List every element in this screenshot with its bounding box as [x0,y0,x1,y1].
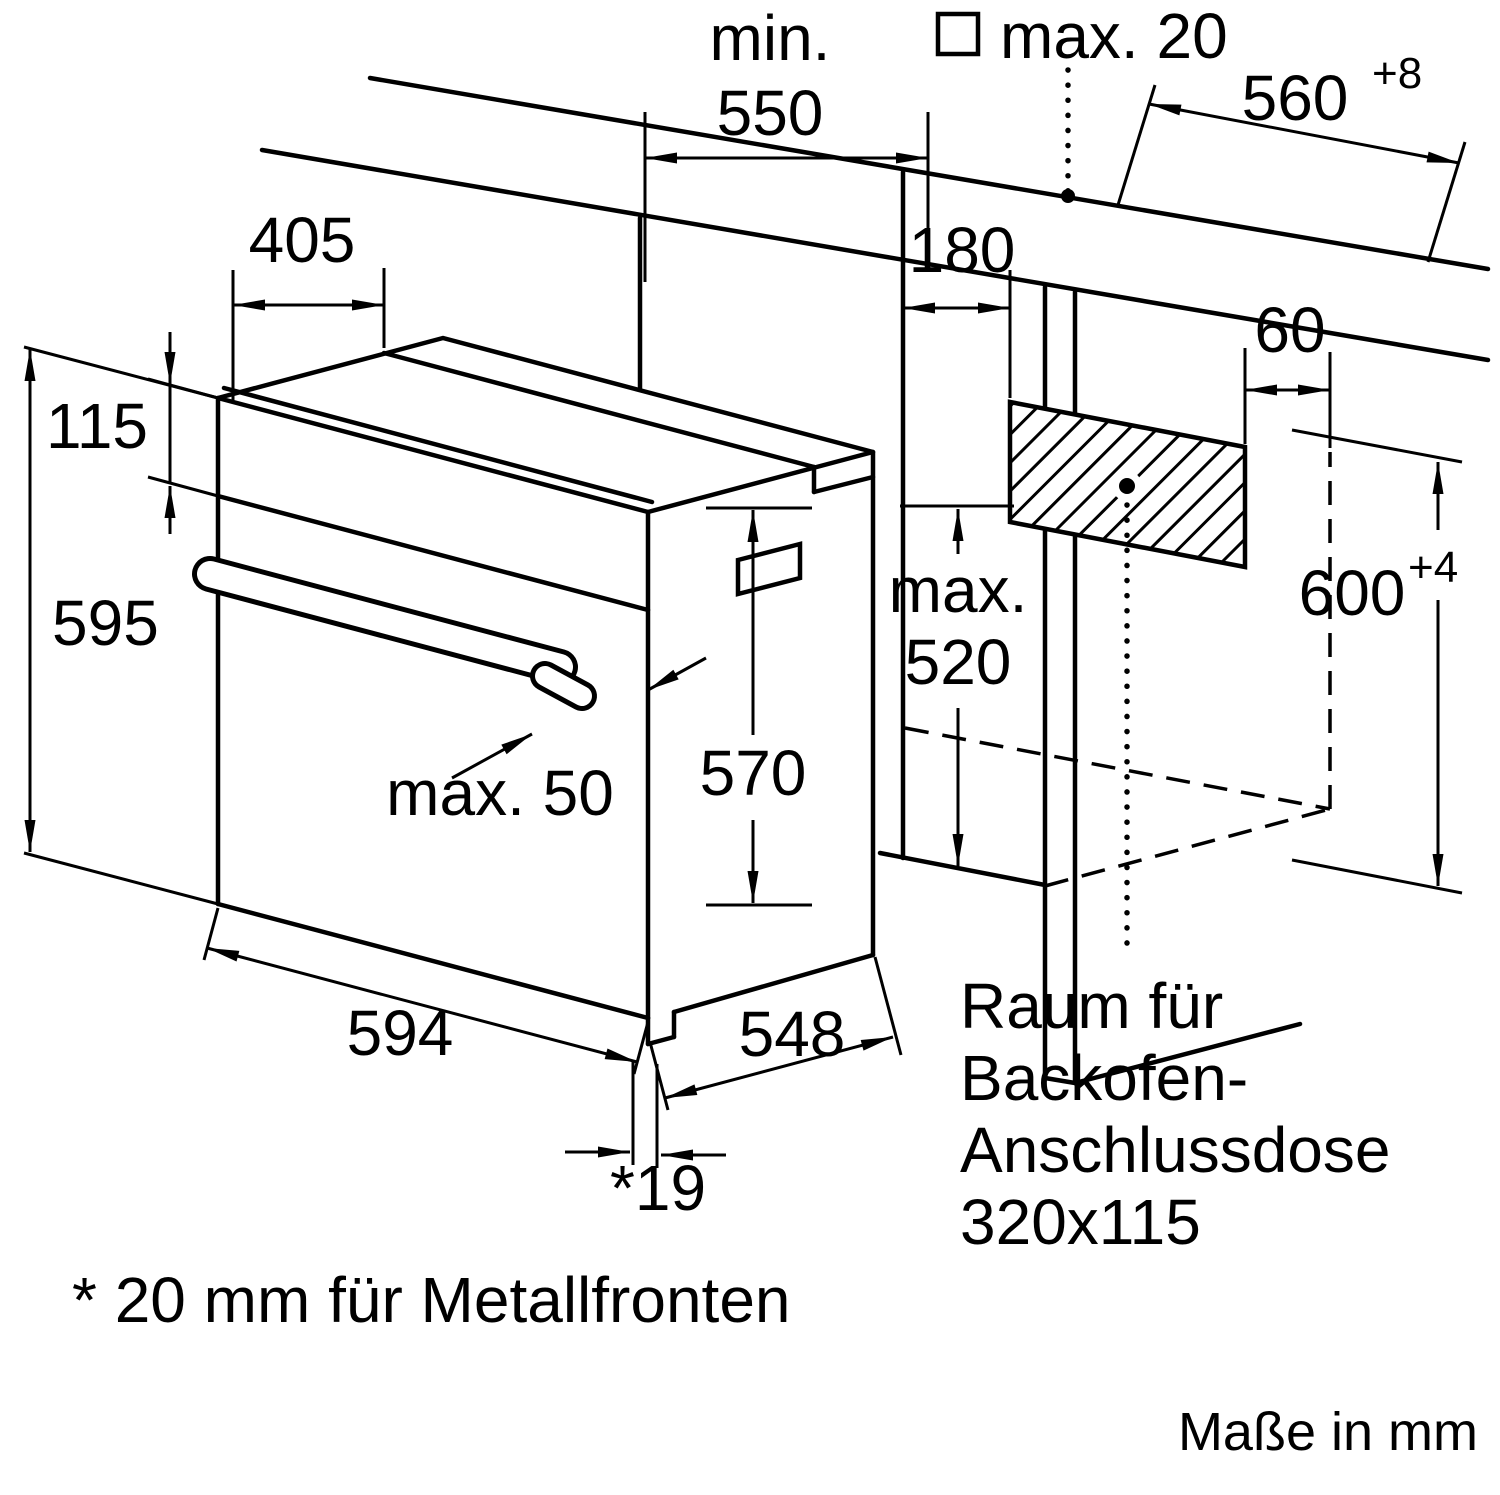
oven [192,335,876,1047]
dim-max-520: max. 520 [889,504,1028,866]
dim-max-520-label-line2: 520 [905,626,1012,698]
dim-594-label: 594 [347,997,454,1069]
dim-600-superscript: +4 [1408,543,1458,592]
dim-19-label: *19 [610,1152,706,1224]
dim-180: 180 [903,214,1015,398]
square-symbol [935,11,981,57]
dim-570: 570 [700,506,812,907]
connection-box-caption-line1: Raum für [960,970,1223,1042]
dim-60-label: 60 [1254,294,1325,366]
dim-180-label: 180 [909,214,1016,286]
dim-60: 60 [1243,294,1332,448]
dim-max-50: max. 50 [386,656,707,829]
connection-box-caption-line2: Backofen- [960,1042,1248,1114]
connection-box-caption-line3: Anschlussdose [960,1114,1390,1186]
dim-560: 560 +8 [1116,49,1467,263]
dim-595-label: 595 [52,587,159,659]
oven-side-bracket [735,541,803,597]
niche-hidden-edges [904,452,1332,888]
oven-door-handle [192,556,597,711]
max-20-dot [1061,189,1075,203]
dim-max-20-label: max. 20 [1000,0,1228,72]
dim-560-label: 560 [1242,62,1349,134]
connection-box-dot [1119,478,1135,494]
dim-548: 548 [648,956,903,1111]
dim-19: *19 [565,1060,726,1224]
dim-min-550-label-line2: 550 [717,77,824,149]
dim-min-550: min. 550 [643,2,930,282]
connection-box-caption: Raum für Backofen- Anschlussdose 320x115 [960,970,1390,1258]
dim-min-550-label-line1: min. [710,2,831,74]
footnote-metal-fronts: * 20 mm für Metallfronten [72,1264,791,1336]
dim-115: 115 [46,332,219,534]
dim-max-520-label-line1: max. [889,554,1028,626]
dim-595: 595 [23,345,219,906]
units-note: Maße in mm [1178,1402,1478,1462]
dim-405: 405 [231,204,386,400]
dim-405-label: 405 [249,204,356,276]
dim-600: 600 +4 [1291,428,1463,895]
dim-570-label: 570 [700,737,807,809]
oven-top-face [215,335,876,515]
connection-box-caption-line4: 320x115 [960,1186,1201,1258]
dim-560-superscript: +8 [1372,49,1422,98]
dim-115-label: 115 [46,390,148,462]
dim-max-20: max. 20 [935,0,1228,203]
dim-600-label: 600 [1299,557,1406,629]
dim-548-label: 548 [739,998,846,1070]
connection-box [1007,399,1248,951]
dim-max-50-label: max. 50 [386,757,614,829]
dim-594: 594 [202,907,650,1075]
